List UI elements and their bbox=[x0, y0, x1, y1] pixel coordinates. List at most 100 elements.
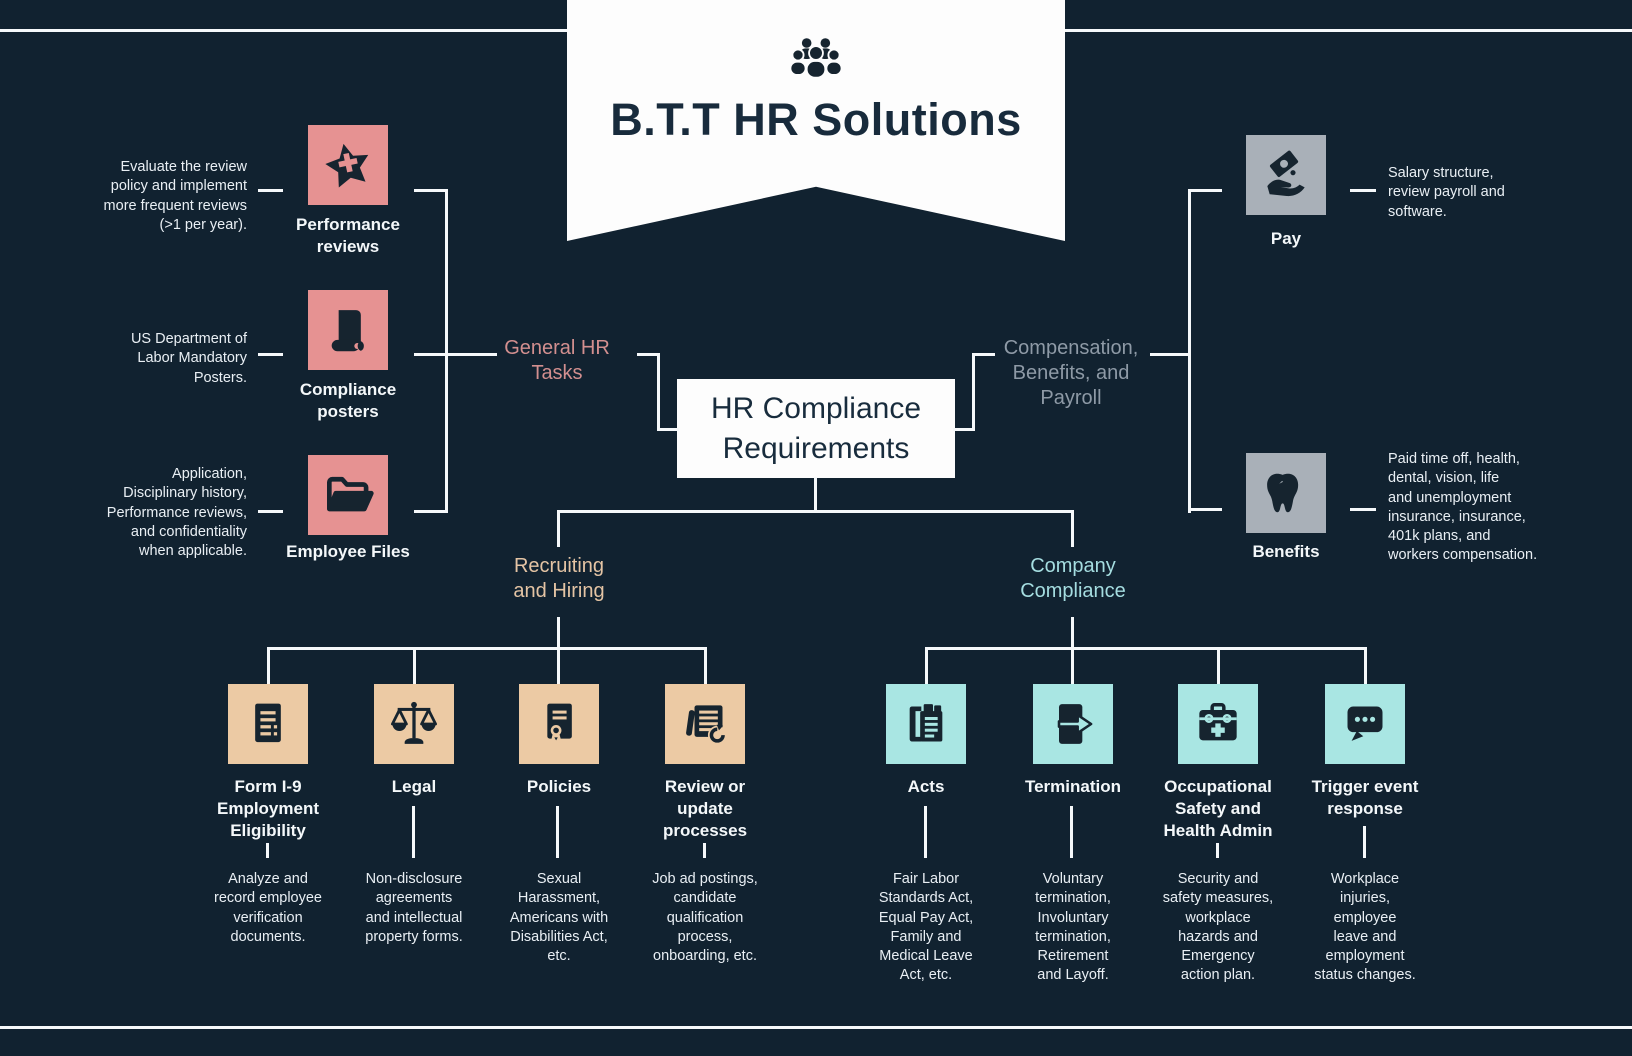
tooth-icon bbox=[1267, 473, 1299, 513]
item-description: Job ad postings, candidate qualification… bbox=[652, 871, 758, 965]
item-description: Sexual Harassment, Americans with Disabi… bbox=[509, 871, 609, 965]
item-label: Benefits bbox=[1252, 542, 1320, 561]
page-title: B.T.T HR Solutions bbox=[610, 94, 1022, 145]
item-label: Compliance posters bbox=[299, 380, 397, 421]
item-description: Workplace injuries, employee leave and e… bbox=[1314, 871, 1416, 984]
node-acts bbox=[886, 684, 966, 764]
bottom-rule-line bbox=[0, 1026, 1632, 1029]
connector bbox=[1070, 806, 1073, 858]
connector bbox=[557, 617, 560, 649]
item-label: Form I-9 Employment Eligibility bbox=[216, 777, 320, 840]
item-description: Security and safety measures, workplace … bbox=[1162, 871, 1274, 984]
connector bbox=[972, 353, 995, 356]
connector bbox=[1071, 510, 1074, 547]
connector bbox=[1071, 617, 1074, 649]
item-description: Fair Labor Standards Act, Equal Pay Act,… bbox=[878, 871, 974, 984]
connector bbox=[1350, 189, 1376, 192]
root-node: HR Compliance Requirements bbox=[677, 379, 955, 478]
news-refresh-icon bbox=[686, 705, 727, 745]
people-group-icon bbox=[784, 33, 848, 87]
item-label: Policies bbox=[526, 777, 592, 796]
item-description: Non-disclosure agreements and intellectu… bbox=[365, 871, 463, 945]
connector bbox=[637, 353, 660, 356]
item-label: Occupational Safety and Health Admin bbox=[1163, 777, 1273, 840]
connector bbox=[1364, 647, 1367, 684]
node-form-i9 bbox=[228, 684, 308, 764]
item-label: Performance reviews bbox=[296, 215, 400, 256]
item-description: Analyze and record employee verification… bbox=[214, 871, 322, 945]
node-employee-files bbox=[308, 455, 388, 535]
connector bbox=[258, 510, 283, 513]
connector bbox=[1071, 647, 1074, 684]
connector bbox=[258, 353, 283, 356]
branch-label-compensation: Compensation, Benefits, and Payroll bbox=[1003, 337, 1139, 409]
connector bbox=[1363, 826, 1366, 858]
connector bbox=[925, 647, 1367, 650]
connector bbox=[557, 510, 560, 547]
connector bbox=[924, 806, 927, 858]
connector bbox=[412, 806, 415, 858]
node-termination bbox=[1033, 684, 1113, 764]
documents-stack-icon bbox=[909, 704, 943, 742]
open-folder-icon bbox=[327, 476, 374, 512]
connector bbox=[703, 843, 706, 858]
connector bbox=[1216, 843, 1219, 858]
item-label: Termination bbox=[1024, 777, 1122, 796]
item-label: Legal bbox=[391, 777, 437, 796]
exit-door-arrow-icon bbox=[1057, 704, 1093, 744]
connector bbox=[266, 843, 269, 858]
connector bbox=[267, 647, 270, 684]
connector bbox=[557, 647, 560, 684]
branch-label-company-compliance: Company Compliance bbox=[1020, 555, 1126, 602]
item-label: Review or update processes bbox=[662, 777, 748, 840]
item-label: Trigger event response bbox=[1311, 777, 1419, 818]
connector bbox=[1350, 508, 1376, 511]
node-performance-reviews bbox=[308, 125, 388, 205]
connector bbox=[1217, 647, 1220, 684]
node-pay bbox=[1246, 135, 1326, 215]
connector bbox=[953, 428, 975, 431]
item-label: Pay bbox=[1270, 229, 1302, 248]
connector bbox=[413, 647, 416, 684]
connector bbox=[657, 428, 679, 431]
node-osha bbox=[1178, 684, 1258, 764]
hand-money-icon bbox=[1267, 150, 1305, 197]
item-description: Evaluate the review policy and implement… bbox=[103, 159, 247, 233]
item-description: US Department of Labor Mandatory Posters… bbox=[130, 331, 247, 386]
connector bbox=[414, 353, 497, 356]
connector bbox=[925, 647, 928, 684]
item-description: Voluntary termination, Involuntary termi… bbox=[1035, 871, 1111, 984]
node-compliance-posters bbox=[308, 290, 388, 370]
connector bbox=[972, 353, 975, 431]
star-plus-icon bbox=[325, 143, 369, 188]
node-review-update bbox=[665, 684, 745, 764]
certificate-icon bbox=[547, 703, 572, 744]
first-aid-kit-icon bbox=[1199, 703, 1237, 741]
node-legal bbox=[374, 684, 454, 764]
item-description: Application, Disciplinary history, Perfo… bbox=[106, 466, 247, 560]
node-policies bbox=[519, 684, 599, 764]
item-description: Salary structure, review payroll and sof… bbox=[1388, 165, 1505, 220]
connector bbox=[1188, 189, 1222, 192]
connector bbox=[1188, 508, 1222, 511]
document-lines-icon bbox=[255, 703, 281, 743]
item-description: Paid time off, health, dental, vision, l… bbox=[1388, 451, 1538, 564]
connector bbox=[556, 806, 559, 858]
speech-bubble-icon bbox=[1347, 706, 1383, 741]
node-trigger-event bbox=[1325, 684, 1405, 764]
connector bbox=[414, 189, 447, 192]
connector bbox=[445, 189, 448, 513]
connector bbox=[414, 510, 447, 513]
scales-icon bbox=[391, 701, 437, 744]
connector bbox=[1150, 353, 1190, 356]
header-banner: B.T.T HR Solutions bbox=[567, 0, 1065, 241]
item-label: Employee Files bbox=[286, 542, 410, 561]
branch-label-recruiting: Recruiting and Hiring bbox=[513, 555, 605, 602]
item-label: Acts bbox=[907, 777, 945, 796]
node-benefits bbox=[1246, 453, 1326, 533]
branch-label-general-hr-tasks: General HR Tasks bbox=[504, 337, 610, 384]
poster-scroll-icon bbox=[331, 310, 364, 352]
connector bbox=[258, 189, 283, 192]
connector bbox=[704, 647, 707, 684]
connector bbox=[657, 353, 660, 431]
